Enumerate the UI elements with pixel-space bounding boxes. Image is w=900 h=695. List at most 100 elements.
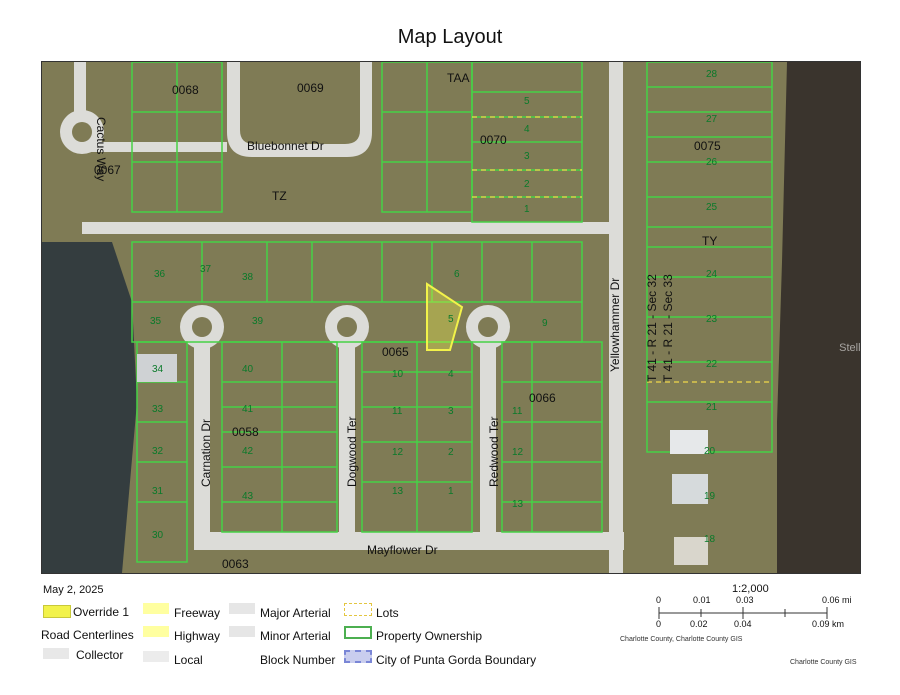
svg-text:19: 19 xyxy=(704,491,716,502)
svg-text:28: 28 xyxy=(706,69,718,80)
svg-text:31: 31 xyxy=(152,486,164,497)
svg-text:33: 33 xyxy=(152,404,164,415)
road-label-mayflower: Mayflower Dr xyxy=(367,543,438,557)
swatch-minor-arterial xyxy=(229,626,255,637)
block-ty: TY xyxy=(702,234,717,248)
section-label-33: T 41 - R 21 - Sec 33 xyxy=(661,274,675,382)
svg-text:25: 25 xyxy=(706,202,718,213)
canal-east xyxy=(777,62,860,573)
selected-parcel[interactable] xyxy=(426,282,464,351)
block-labels: 0068 0069 0067 0070 0075 0065 0058 0066 … xyxy=(94,71,721,571)
svg-text:12: 12 xyxy=(512,447,524,458)
scale-mi-2: 0.03 xyxy=(736,595,754,605)
block-0067: 0067 xyxy=(94,163,121,177)
road-label-cactus: Cactus Way xyxy=(94,117,108,181)
svg-text:35: 35 xyxy=(150,316,162,327)
swatch-local xyxy=(143,651,169,662)
svg-text:5: 5 xyxy=(524,96,530,107)
map-date: May 2, 2025 xyxy=(43,584,104,596)
road-label-redwood: Redwood Ter xyxy=(487,417,501,488)
svg-text:43: 43 xyxy=(242,491,254,502)
legend-local: Local xyxy=(174,653,203,667)
svg-text:13: 13 xyxy=(392,486,404,497)
svg-text:1: 1 xyxy=(524,204,530,215)
svg-text:23: 23 xyxy=(706,314,718,325)
svg-text:32: 32 xyxy=(152,446,164,457)
map-viewport[interactable]: 0068 0069 0067 0070 0075 0065 0058 0066 … xyxy=(41,61,861,574)
scale-km-0: 0 xyxy=(656,619,662,629)
svg-text:27: 27 xyxy=(706,114,718,125)
svg-text:6: 6 xyxy=(454,269,460,280)
parcel-map[interactable]: 0068 0069 0067 0070 0075 0065 0058 0066 … xyxy=(42,62,860,573)
block-0066: 0066 xyxy=(529,391,556,405)
svg-text:11: 11 xyxy=(512,406,523,417)
block-tz: TZ xyxy=(272,189,287,203)
legend-block-number: Block Number xyxy=(260,653,336,667)
svg-text:36: 36 xyxy=(154,269,166,280)
credit-right: Charlotte County GIS xyxy=(790,659,857,666)
road-label-bluebonnet: Bluebonnet Dr xyxy=(247,139,324,153)
road-label-carnation: Carnation Dr xyxy=(199,419,213,487)
house-east-2 xyxy=(672,474,708,504)
svg-text:34: 34 xyxy=(152,364,164,375)
svg-text:4: 4 xyxy=(448,369,454,380)
road-label-dogwood: Dogwood Ter xyxy=(345,417,359,488)
legend-city-boundary: City of Punta Gorda Boundary xyxy=(376,653,537,667)
scale-mi-0: 0 xyxy=(656,595,662,605)
block-0070: 0070 xyxy=(480,133,507,147)
svg-text:21: 21 xyxy=(706,402,718,413)
legend-major-arterial: Major Arterial xyxy=(260,606,331,620)
swatch-highway xyxy=(143,626,169,637)
legend-override: Override 1 xyxy=(73,605,130,619)
svg-text:24: 24 xyxy=(706,269,718,280)
svg-text:20: 20 xyxy=(704,446,716,457)
svg-text:4: 4 xyxy=(524,124,530,135)
legend-lots: Lots xyxy=(376,606,399,620)
svg-text:2: 2 xyxy=(524,179,530,190)
svg-text:37: 37 xyxy=(200,264,212,275)
svg-text:11: 11 xyxy=(392,406,403,417)
svg-text:12: 12 xyxy=(392,447,404,458)
property-lines xyxy=(131,62,773,563)
scale-km-1: 0.02 xyxy=(690,619,708,629)
page-title: Map Layout xyxy=(397,26,503,48)
block-0075-north: 0075 xyxy=(694,139,721,153)
scale-km-3: 0.09 km xyxy=(812,619,845,629)
svg-text:38: 38 xyxy=(242,272,254,283)
legend-freeway: Freeway xyxy=(174,606,221,620)
road-network xyxy=(74,62,624,573)
block-0058: 0058 xyxy=(232,425,259,439)
swatch-freeway xyxy=(143,603,169,614)
house-west xyxy=(137,354,177,382)
legend-collector: Collector xyxy=(76,648,124,662)
svg-text:10: 10 xyxy=(392,369,404,380)
house-east-1 xyxy=(670,430,708,454)
svg-text:9: 9 xyxy=(542,318,548,329)
svg-text:40: 40 xyxy=(242,364,254,375)
svg-text:5: 5 xyxy=(448,314,454,325)
watermark: Stellar MLS xyxy=(839,342,896,354)
swatch-city-boundary xyxy=(344,650,372,663)
svg-text:3: 3 xyxy=(448,406,454,417)
svg-text:39: 39 xyxy=(252,316,264,327)
lake-west xyxy=(42,242,137,573)
scale-mi-3: 0.06 mi xyxy=(822,595,852,605)
swatch-lots xyxy=(344,603,372,616)
svg-text:2: 2 xyxy=(448,447,454,458)
svg-text:13: 13 xyxy=(512,499,524,510)
block-0063: 0063 xyxy=(222,557,249,571)
block-0065: 0065 xyxy=(382,345,409,359)
legend-road-centerlines: Road Centerlines xyxy=(41,628,134,642)
legend-highway: Highway xyxy=(174,629,221,643)
svg-text:30: 30 xyxy=(152,530,164,541)
svg-text:1: 1 xyxy=(448,486,454,497)
house-east-3 xyxy=(674,537,708,565)
credit-left: Charlotte County, Charlotte County GIS xyxy=(620,636,743,643)
svg-text:3: 3 xyxy=(524,151,530,162)
svg-text:42: 42 xyxy=(242,446,254,457)
scale-ratio: 1:2,000 xyxy=(732,583,769,595)
svg-text:18: 18 xyxy=(704,534,716,545)
swatch-collector xyxy=(43,648,69,659)
road-label-yellowhammer: Yellowhammer Dr xyxy=(608,278,622,372)
